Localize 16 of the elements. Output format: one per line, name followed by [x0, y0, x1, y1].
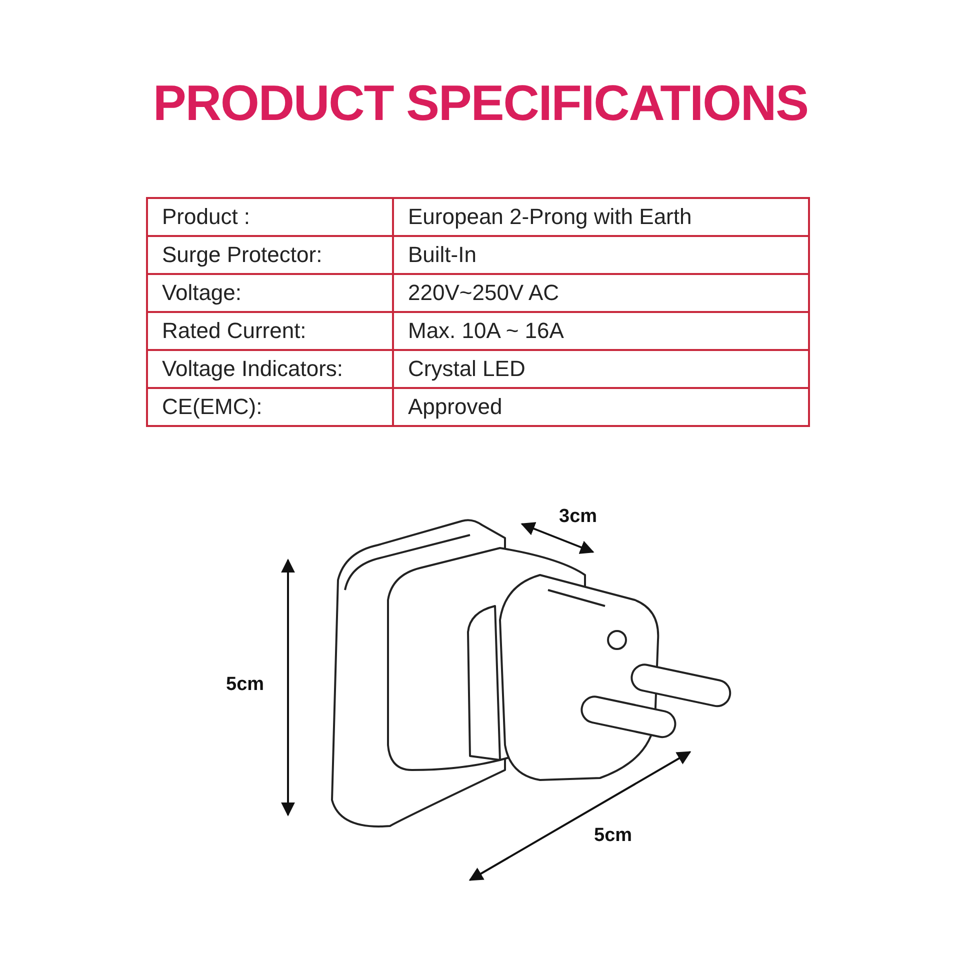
spec-value-cell: Max. 10A ~ 16A [393, 312, 809, 350]
dimension-label: 5cm [594, 825, 632, 847]
spec-name-cell: Voltage: [147, 274, 393, 312]
spec-name-cell: CE(EMC): [147, 388, 393, 426]
spec-value-cell: Crystal LED [393, 350, 809, 388]
spec-name-cell: Product : [147, 198, 393, 236]
dimension-label: 5cm [226, 674, 264, 696]
spec-value-cell: 220V~250V AC [393, 274, 809, 312]
page-title: PRODUCT SPECIFICATIONS [152, 74, 809, 132]
spec-name-cell: Surge Protector: [147, 236, 393, 274]
spec-value-cell: Built-In [393, 236, 809, 274]
spec-name-cell: Voltage Indicators: [147, 350, 393, 388]
dimension-label: 3cm [559, 506, 598, 528]
spec-value-cell: European 2-Prong with Earth [393, 198, 809, 236]
spec-value-cell: Approved [393, 388, 809, 426]
spec-name-cell: Rated Current: [147, 312, 393, 350]
